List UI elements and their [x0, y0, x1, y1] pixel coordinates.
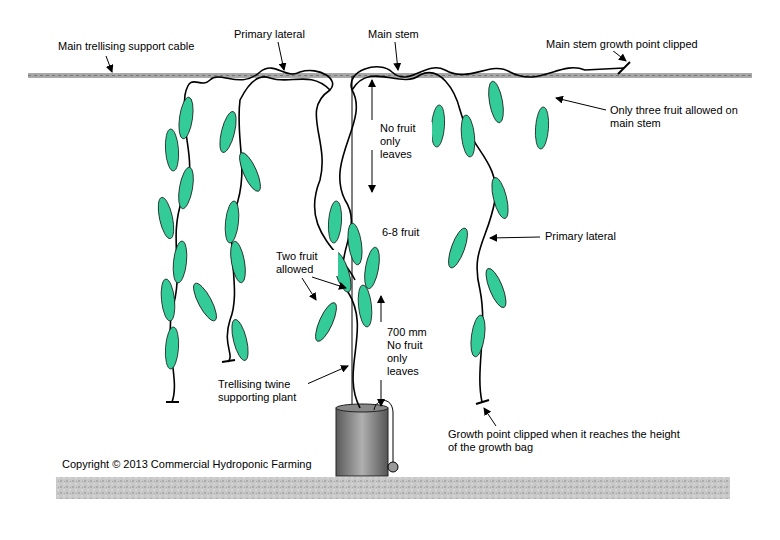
- stem-label: Main stem: [366, 28, 421, 41]
- clip-label: Growth point clipped when it reaches the…: [446, 428, 690, 454]
- growth-bag: [336, 408, 388, 476]
- vines: [170, 67, 624, 408]
- cucumbers: [155, 80, 550, 369]
- leader-lines: [106, 42, 626, 426]
- clip-label: Main stem growth point clipped: [544, 38, 700, 51]
- dimension-label: 700 mm No fruit only leaves: [385, 326, 441, 378]
- no-fruit-label: No fruit only leaves: [378, 122, 432, 161]
- ground: [56, 477, 730, 499]
- twine-label: Trellising twine supporting plant: [216, 378, 308, 404]
- fruit-count-label: 6-8 fruit: [380, 226, 421, 239]
- cable-label: Main trellising support cable: [56, 40, 196, 53]
- fruit-rule-label: Only three fruit allowed on main stem: [608, 104, 742, 130]
- lateral-label: Primary lateral: [543, 230, 618, 243]
- copyright-label: Copyright © 2013 Commercial Hydroponic F…: [60, 458, 314, 471]
- lateral-label: Primary lateral: [232, 28, 307, 41]
- fruit-rule-label: Two fruit allowed: [274, 250, 338, 276]
- clip-marks: [166, 62, 630, 404]
